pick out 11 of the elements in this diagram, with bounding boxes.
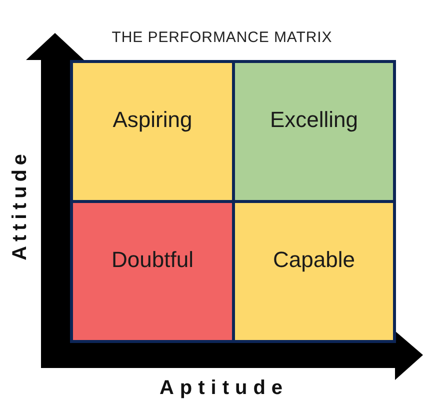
quadrant-cell [232,200,396,343]
quadrant-label: Capable [273,246,355,274]
quadrant-cell [70,200,235,343]
chart-title: THE PERFORMANCE MATRIX [110,30,334,45]
axis-title: Aptitude [159,378,289,398]
quadrant-label: Aspiring [112,106,192,134]
quadrant-label: Excelling [270,106,358,134]
quadrant-label: Doubtful [112,246,194,274]
quadrant-cell [70,60,235,203]
quadrant-cell [232,60,396,203]
axis-title: Attitude [10,150,30,260]
